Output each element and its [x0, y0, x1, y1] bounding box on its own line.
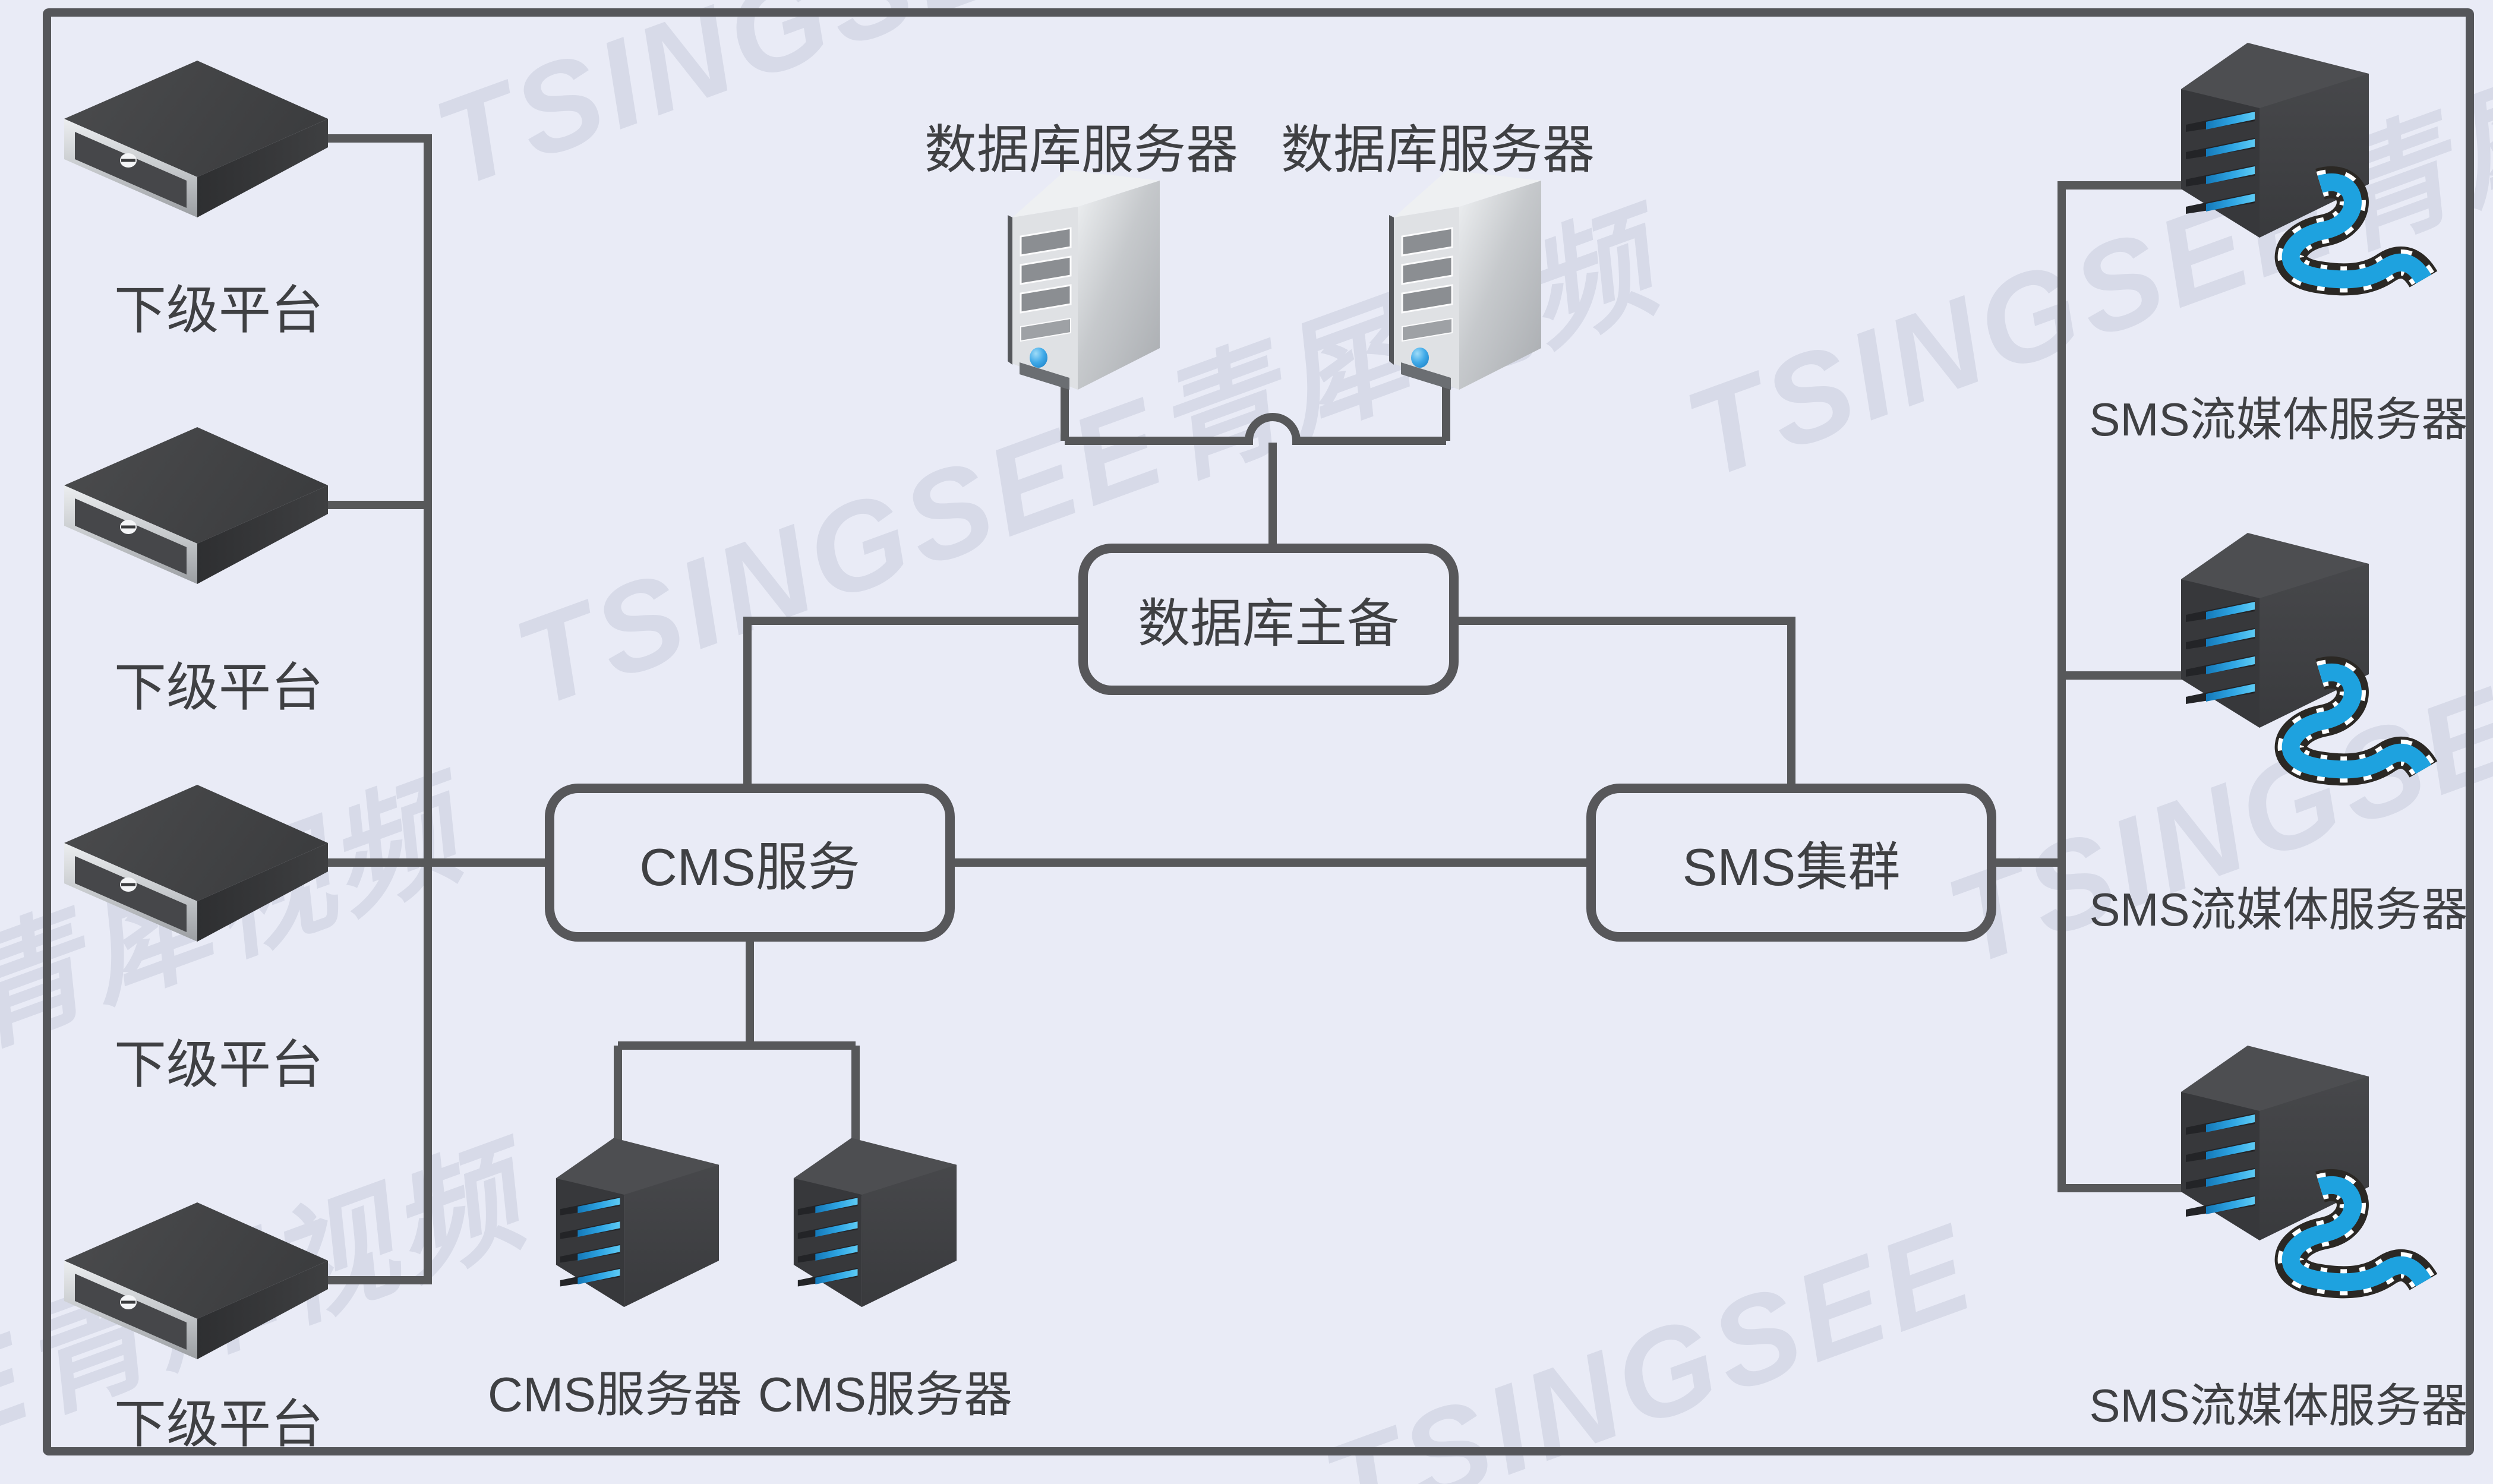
- sms-streaming-server-label: SMS流媒体服务器: [2089, 1379, 2468, 1432]
- subordinate-platform-icon: [64, 427, 328, 584]
- sms-streaming-server-icon: [2181, 43, 2438, 296]
- cluster-to-cms: [743, 617, 1078, 784]
- film-reel-icon: [2274, 166, 2438, 296]
- database-server-label: 数据库服务器: [924, 120, 1239, 179]
- cms-server-fork: [614, 942, 860, 1158]
- sms-streaming-server-label: SMS流媒体服务器: [2089, 393, 2468, 446]
- sms-server-stubs: [2062, 181, 2192, 1192]
- subordinate-platform-label: 下级平台: [113, 1394, 324, 1454]
- sms-streaming-server-icon: [2181, 533, 2438, 786]
- film-reel-icon: [2274, 1169, 2438, 1299]
- cms-server-icon: [793, 1138, 957, 1308]
- db-pair-link: [1065, 413, 1446, 445]
- subordinate-platform-icon: [64, 61, 328, 217]
- diagram-border-frame: [43, 8, 2474, 1455]
- cms-server-label: CMS服务器: [487, 1368, 743, 1422]
- sms-streaming-server-icon: [2181, 1046, 2438, 1299]
- node-cms-service-label: CMS服务: [639, 837, 860, 896]
- cms-server-icon: [556, 1138, 720, 1308]
- subordinate-platform-label: 下级平台: [113, 658, 324, 717]
- sms-streaming-server-label: SMS流媒体服务器: [2089, 883, 2468, 936]
- subordinate-platform-icon: [64, 785, 328, 942]
- node-db-cluster: 数据库主备: [1078, 544, 1459, 695]
- node-db-cluster-label: 数据库主备: [1137, 594, 1399, 653]
- film-reel-icon: [2274, 656, 2438, 786]
- cms-server-label: CMS服务器: [758, 1368, 1013, 1422]
- subordinate-platform-icon: [64, 1202, 328, 1359]
- node-cms-service: CMS服务: [545, 784, 955, 942]
- subordinate-platform-label: 下级平台: [113, 280, 324, 340]
- cluster-to-sms: [1459, 617, 1795, 784]
- database-server-icon: [1008, 170, 1160, 390]
- db-server-stubs: [1061, 386, 1450, 441]
- database-server-label: 数据库服务器: [1280, 120, 1595, 179]
- node-sms-cluster: SMS集群: [1586, 784, 1996, 942]
- subordinate-platform-label: 下级平台: [113, 1035, 324, 1094]
- node-sms-cluster-label: SMS集群: [1682, 837, 1901, 896]
- database-server-icon: [1389, 170, 1541, 390]
